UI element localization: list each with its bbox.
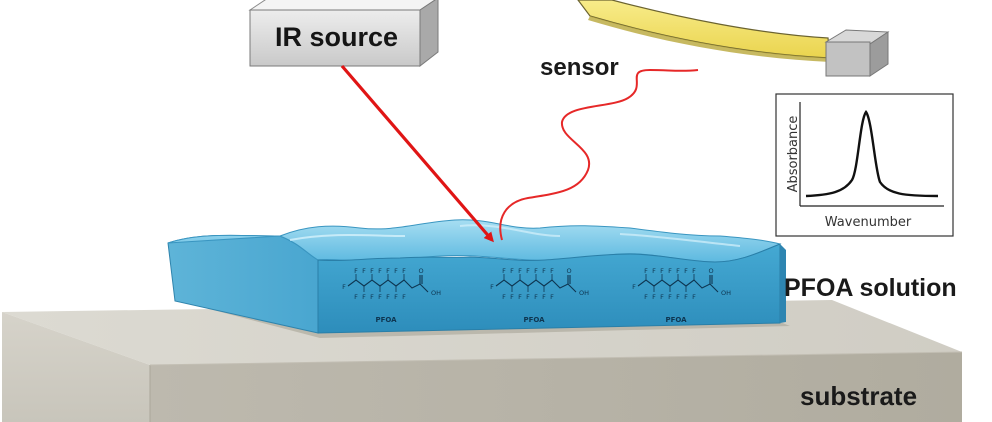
svg-text:OH: OH [431,289,441,297]
svg-text:F: F [502,267,506,275]
substrate-right-face [150,352,962,422]
svg-text:F: F [386,293,390,301]
svg-text:F: F [684,267,688,275]
svg-text:F: F [534,293,538,301]
svg-text:F: F [394,293,398,301]
svg-text:OH: OH [721,289,731,297]
svg-text:F: F [518,293,522,301]
svg-text:F: F [652,293,656,301]
ir-source-box-front [249,9,421,67]
svg-text:F: F [660,293,664,301]
svg-text:F: F [502,293,506,301]
solution-shadow [175,300,790,338]
svg-text:F: F [402,267,406,275]
svg-text:F: F [370,293,374,301]
inset-ylabel: Absorbance [786,116,801,193]
svg-text:F: F [490,283,494,291]
svg-text:F: F [526,267,530,275]
svg-text:F: F [632,283,636,291]
sensor-label: sensor [540,54,619,81]
pfoa-molecule-2: F F F F F F F F F F F F F F F O OH PFOA [490,267,589,324]
svg-text:F: F [342,283,346,291]
svg-text:F: F [510,267,514,275]
pfoa-label: PFOA [665,316,687,324]
svg-text:F: F [550,293,554,301]
pfoa-label: PFOA [523,316,545,324]
incident-ir-beam [340,64,494,243]
absorbance-peak-line [805,109,939,198]
svg-text:F: F [644,267,648,275]
svg-text:F: F [402,293,406,301]
svg-text:F: F [378,267,382,275]
svg-text:F: F [534,267,538,275]
svg-text:F: F [354,267,358,275]
svg-text:F: F [370,267,374,275]
ir-source-box-top [248,0,436,11]
svg-text:F: F [668,293,672,301]
substrate-front-face [2,312,150,422]
svg-text:F: F [378,293,382,301]
cantilever-sensor [577,0,890,77]
svg-text:F: F [644,293,648,301]
svg-text:F: F [684,293,688,301]
svg-text:F: F [362,293,366,301]
svg-text:F: F [362,267,366,275]
svg-text:F: F [542,267,546,275]
solution-front-face [317,243,781,334]
cantilever-beam [577,0,831,59]
svg-text:F: F [510,293,514,301]
svg-text:F: F [526,293,530,301]
svg-text:F: F [354,293,358,301]
svg-text:F: F [386,267,390,275]
svg-text:OH: OH [579,289,589,297]
pfoa-solution-label: PFOA solution [784,274,957,302]
svg-text:F: F [542,293,546,301]
svg-text:O: O [708,267,713,275]
ir-source-label: IR source [275,22,399,52]
svg-text:F: F [518,267,522,275]
svg-text:F: F [692,293,696,301]
sensor-chip-front [825,41,871,77]
svg-text:F: F [652,267,656,275]
ir-source-box [248,0,439,68]
svg-text:F: F [676,267,680,275]
svg-text:F: F [550,267,554,275]
svg-text:F: F [394,267,398,275]
ir-source-box-side [419,0,439,68]
absorbance-inset-plot: Absorbance Wavenumber [775,93,954,237]
svg-text:O: O [566,267,571,275]
pfoa-molecule-3: F F F F F F F F F F F F F F F O OH PFOA [632,267,731,324]
substrate-label: substrate [800,381,918,411]
svg-text:F: F [668,267,672,275]
solution-layer [167,219,790,338]
svg-text:F: F [692,267,696,275]
svg-text:F: F [676,293,680,301]
svg-text:O: O [418,267,423,275]
pfoa-label: PFOA [375,316,397,324]
pfoa-molecule-1: F F F F F F F F F F F F F F F O OH PFOA [342,267,441,324]
scattered-ir-wave [499,68,699,241]
svg-text:F: F [660,267,664,275]
inset-xlabel: Wavenumber [825,215,912,230]
